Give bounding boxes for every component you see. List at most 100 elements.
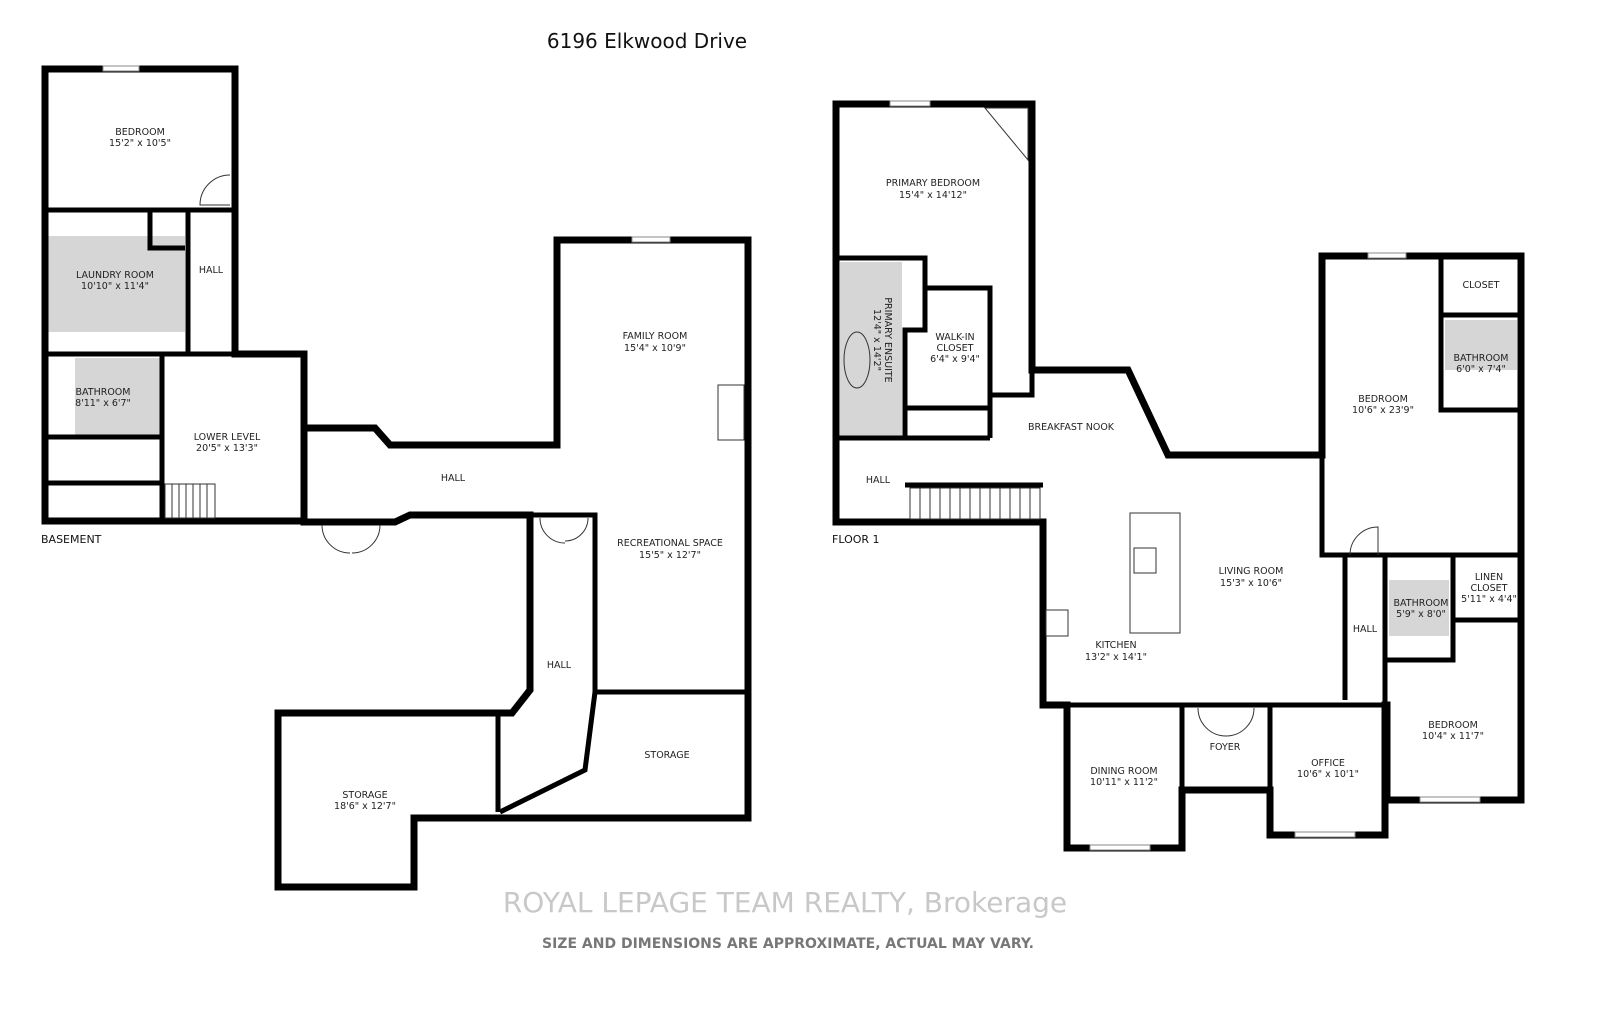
window xyxy=(102,65,140,72)
double-door-icon xyxy=(539,517,589,544)
wall xyxy=(530,512,748,695)
svg-text:BATHROOM: BATHROOM xyxy=(76,387,131,398)
double-door-icon xyxy=(321,524,381,554)
svg-text:STORAGE: STORAGE xyxy=(644,750,689,761)
bathtub-icon xyxy=(843,331,871,389)
svg-text:STORAGE: STORAGE xyxy=(342,790,387,801)
svg-text:15'4" x 14'12": 15'4" x 14'12" xyxy=(899,190,967,201)
floor1-label: FLOOR 1 xyxy=(832,533,880,546)
stairs-icon xyxy=(909,487,1041,520)
svg-text:DINING ROOM: DINING ROOM xyxy=(1090,766,1157,777)
sink-icon xyxy=(1133,547,1157,574)
svg-text:PRIMARY BEDROOM: PRIMARY BEDROOM xyxy=(886,178,980,189)
svg-text:HALL: HALL xyxy=(866,475,891,486)
bathroom-floor xyxy=(75,358,160,436)
wall xyxy=(1382,555,1456,663)
svg-text:8'11" x 6'7": 8'11" x 6'7" xyxy=(75,398,131,409)
wall xyxy=(990,370,1035,398)
bathroom-floor xyxy=(1389,580,1449,636)
svg-text:10'6" x 23'9": 10'6" x 23'9" xyxy=(1352,405,1414,416)
svg-text:CLOSET: CLOSET xyxy=(937,343,974,354)
svg-text:LOWER LEVEL: LOWER LEVEL xyxy=(194,432,261,443)
window xyxy=(889,100,931,107)
svg-text:15'5" x 12'7": 15'5" x 12'7" xyxy=(639,550,701,561)
window xyxy=(631,236,671,243)
svg-text:BEDROOM: BEDROOM xyxy=(1358,394,1408,405)
svg-text:BEDROOM: BEDROOM xyxy=(115,127,165,138)
svg-text:10'11" x 11'2": 10'11" x 11'2" xyxy=(1090,777,1158,788)
svg-text:20'5" x 13'3": 20'5" x 13'3" xyxy=(196,443,258,454)
svg-text:15'2" x 10'5": 15'2" x 10'5" xyxy=(109,138,171,149)
svg-text:6'0" x 7'4": 6'0" x 7'4" xyxy=(1456,364,1506,375)
window xyxy=(1367,252,1407,259)
svg-text:HALL: HALL xyxy=(1353,624,1378,635)
basement-label: BASEMENT xyxy=(41,533,102,546)
fireplace-icon xyxy=(717,384,745,441)
svg-text:13'2" x 14'1": 13'2" x 14'1" xyxy=(1085,652,1147,663)
svg-text:FAMILY ROOM: FAMILY ROOM xyxy=(623,331,688,342)
svg-text:CLOSET: CLOSET xyxy=(1463,280,1500,291)
svg-text:OFFICE: OFFICE xyxy=(1311,758,1345,769)
room-storage: STORAGE xyxy=(644,750,689,761)
fireplace-icon xyxy=(983,107,1029,162)
svg-text:KITCHEN: KITCHEN xyxy=(1095,640,1136,651)
svg-text:LIVING ROOM: LIVING ROOM xyxy=(1219,566,1284,577)
door-icon xyxy=(1349,526,1379,556)
svg-text:10'10" x 11'4": 10'10" x 11'4" xyxy=(81,281,149,292)
svg-text:BATHROOM: BATHROOM xyxy=(1454,353,1509,364)
room-breakfast-nook: BREAKFAST NOOK xyxy=(1028,422,1115,433)
svg-text:HALL: HALL xyxy=(547,660,572,671)
svg-text:6'4" x 9'4": 6'4" x 9'4" xyxy=(930,354,980,365)
wall xyxy=(1438,256,1521,413)
laundry-floor xyxy=(48,236,185,332)
basement-main-outline xyxy=(274,236,752,891)
svg-text:10'4" x 11'7": 10'4" x 11'7" xyxy=(1422,731,1484,742)
svg-text:BATHROOM: BATHROOM xyxy=(1394,598,1449,609)
plan-title: 6196 Elkwood Drive xyxy=(547,29,747,53)
wall xyxy=(498,691,598,815)
svg-text:HALL: HALL xyxy=(441,473,466,484)
svg-text:LINEN: LINEN xyxy=(1475,572,1503,583)
ensuite-floor xyxy=(840,262,902,436)
svg-text:WALK-IN: WALK-IN xyxy=(935,332,974,343)
room-hall: HALL xyxy=(199,265,224,276)
wall xyxy=(147,210,185,251)
svg-text:BREAKFAST NOOK: BREAKFAST NOOK xyxy=(1028,422,1115,433)
floor1-outline xyxy=(832,100,1525,852)
wall xyxy=(902,288,928,438)
bathroom-floor xyxy=(1445,320,1517,370)
double-door-icon xyxy=(1197,707,1255,737)
svg-text:18'6" x 12'7": 18'6" x 12'7" xyxy=(334,801,396,812)
room-hall: HALL xyxy=(441,473,466,484)
wall xyxy=(1319,455,1348,700)
svg-text:15'3" x 10'6": 15'3" x 10'6" xyxy=(1220,578,1282,589)
room-hall: HALL xyxy=(866,475,891,486)
room-closet: CLOSET xyxy=(1463,280,1500,291)
svg-text:15'4" x 10'9": 15'4" x 10'9" xyxy=(624,343,686,354)
room-hall: HALL xyxy=(1353,624,1378,635)
svg-text:CLOSET: CLOSET xyxy=(1471,583,1508,594)
window xyxy=(1419,796,1481,803)
svg-text:LAUNDRY ROOM: LAUNDRY ROOM xyxy=(76,270,154,281)
basement-left-outline xyxy=(41,65,308,525)
